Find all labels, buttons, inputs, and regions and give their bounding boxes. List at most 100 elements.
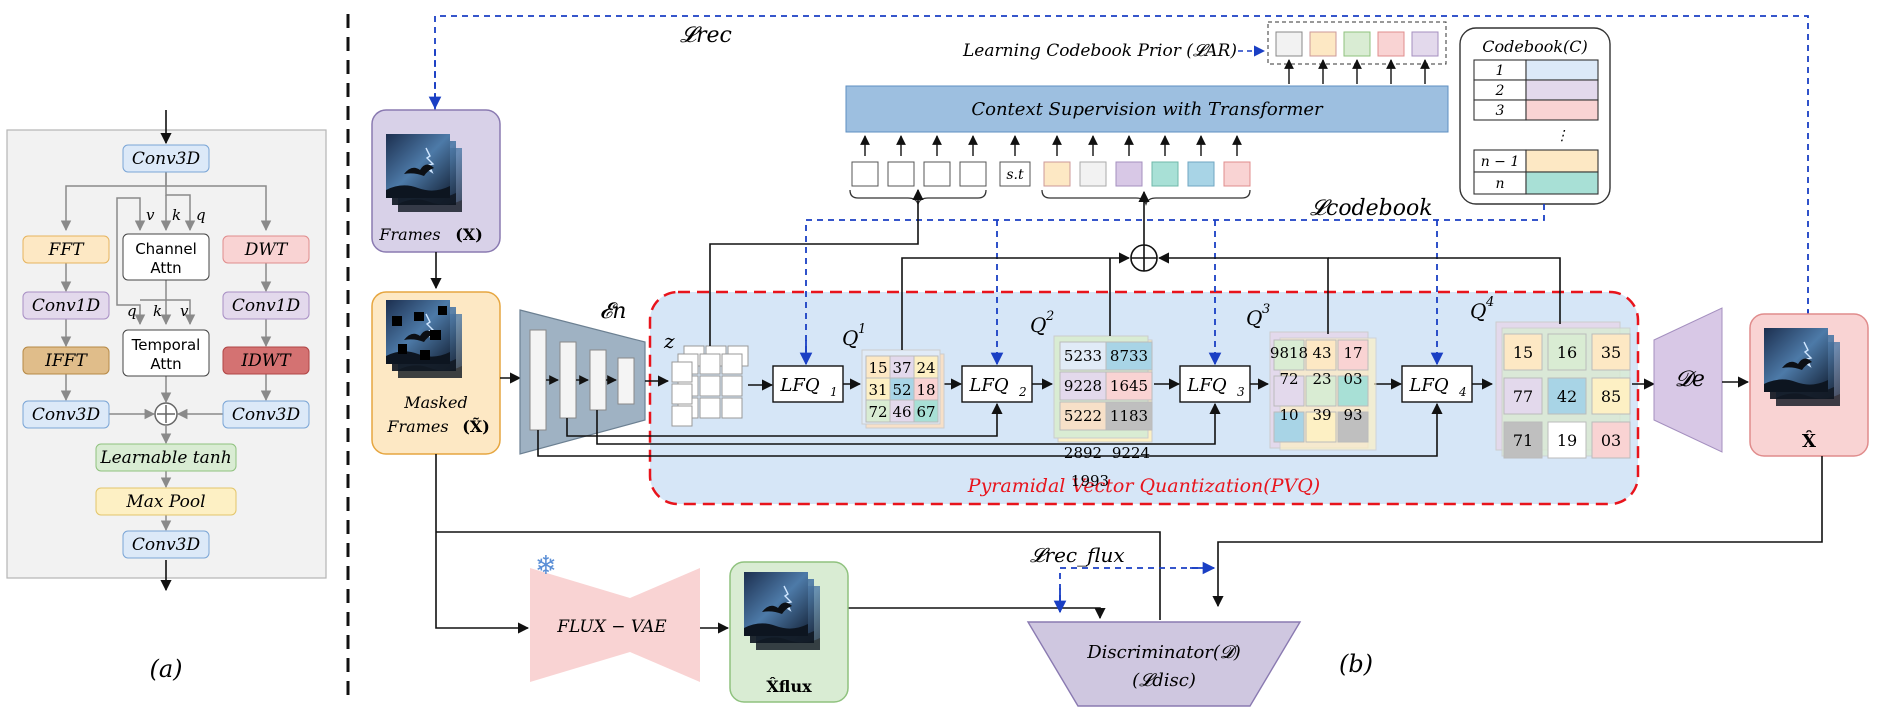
q3-cell: 03 bbox=[1343, 370, 1362, 388]
lfq1-sub: 1 bbox=[830, 385, 838, 399]
lfq2-sub: 2 bbox=[1018, 385, 1027, 399]
q4-cell: 15 bbox=[1513, 343, 1533, 362]
v-label-bottom: v bbox=[180, 302, 189, 320]
temporal-attn-block bbox=[122, 329, 210, 377]
q3-cell: 93 bbox=[1343, 406, 1362, 424]
q3-cell: 39 bbox=[1312, 406, 1331, 424]
q3-cell: 23 bbox=[1312, 370, 1331, 388]
conv1d-right-block bbox=[222, 291, 310, 320]
conv3d-left-block bbox=[22, 400, 110, 429]
q1-cell: 67 bbox=[916, 403, 935, 421]
q3-sup: 3 bbox=[1262, 302, 1270, 317]
k-label-bottom: k bbox=[153, 302, 162, 320]
q-label-bottom: q bbox=[127, 302, 137, 320]
q2-extra: 9224 bbox=[1112, 444, 1150, 462]
q4-cell: 85 bbox=[1601, 387, 1621, 406]
max-pool-label: Max Pool bbox=[125, 492, 205, 512]
input-tokens bbox=[851, 161, 1251, 187]
q3-label: Q bbox=[1246, 306, 1262, 330]
loss-rec-flux-label: 𝓛rec_flux bbox=[1030, 543, 1125, 567]
conv1d-left-label: Conv1D bbox=[32, 296, 101, 316]
idwt-block bbox=[222, 346, 310, 375]
q4-cell: 35 bbox=[1601, 343, 1621, 362]
conv3d-top-label: Conv3D bbox=[132, 149, 201, 169]
q4-cell: 03 bbox=[1601, 431, 1621, 450]
latent-z-grid bbox=[671, 345, 749, 427]
loss-rec-flux-path bbox=[1059, 567, 1212, 612]
q2-sup: 2 bbox=[1045, 309, 1054, 324]
masked-frames-line1: Masked bbox=[403, 393, 468, 412]
conv3d-bottom-block bbox=[122, 530, 210, 559]
q4-cell: 19 bbox=[1557, 431, 1577, 450]
q2-cell: 8733 bbox=[1110, 347, 1148, 365]
q2-extra: 2892 bbox=[1064, 444, 1102, 462]
q2-cell: 1183 bbox=[1110, 407, 1148, 425]
max-pool-block bbox=[95, 487, 237, 516]
q3-cell: 43 bbox=[1312, 344, 1331, 362]
loss-rec-label: 𝓛rec bbox=[680, 23, 732, 48]
q4-cell: 77 bbox=[1513, 387, 1533, 406]
q3-cell: 9818 bbox=[1270, 344, 1308, 362]
st-label: s.t bbox=[1006, 167, 1024, 183]
fft-label: FFT bbox=[48, 240, 86, 260]
encoder-label: 𝓔n bbox=[600, 299, 627, 324]
conv3d-right-block bbox=[222, 400, 310, 429]
q1-grid: 15 37 24 31 52 18 72 46 67 bbox=[861, 349, 945, 429]
v-label-top: v bbox=[146, 206, 155, 224]
panel-a: Conv3D FFT Conv1D IFFT Conv3D DWT Conv1D… bbox=[6, 110, 327, 683]
discriminator-line2: (𝓛disc) bbox=[1132, 670, 1196, 691]
q1-cell: 37 bbox=[892, 359, 911, 377]
frames-label: Frames bbox=[378, 225, 440, 244]
q2-cell: 5222 bbox=[1064, 407, 1102, 425]
lfq4-block bbox=[1401, 365, 1473, 403]
learnable-tanh-block bbox=[95, 443, 237, 472]
dwt-label: DWT bbox=[244, 240, 289, 260]
codebook-row: 2 bbox=[1495, 83, 1505, 99]
k-label-top: k bbox=[172, 206, 181, 224]
conv1d-left-block bbox=[22, 291, 110, 320]
x-hat-label: X̂ bbox=[1802, 430, 1816, 452]
q1-cell: 15 bbox=[868, 359, 887, 377]
output-tokens bbox=[1275, 31, 1439, 57]
q4-cell: 16 bbox=[1557, 343, 1577, 362]
conv3d-left-label: Conv3D bbox=[32, 405, 101, 425]
loss-codebook-label: 𝓛codebook bbox=[1310, 196, 1433, 221]
learnable-tanh-label: Learnable tanh bbox=[99, 448, 231, 468]
dwt-block bbox=[222, 235, 310, 264]
temporal-attn-line2: Attn bbox=[150, 355, 181, 373]
q2-extra: 1993 bbox=[1071, 472, 1109, 490]
q1-label: Q bbox=[842, 326, 858, 350]
q1-cell: 31 bbox=[868, 381, 887, 399]
panel-b: Pyramidal Vector Quantization(PVQ) 𝓛rec … bbox=[371, 15, 1869, 707]
lfq3-sub: 3 bbox=[1237, 385, 1245, 399]
codebook-row: 1 bbox=[1496, 63, 1505, 79]
codebook-row: ⋮ bbox=[1555, 128, 1569, 144]
channel-attn-line1: Channel bbox=[135, 240, 197, 258]
q4-label: Q bbox=[1470, 299, 1486, 323]
q1-sup: 1 bbox=[858, 322, 866, 337]
q1-cell: 52 bbox=[892, 381, 911, 399]
ifft-block bbox=[22, 346, 110, 375]
q1-cell: 46 bbox=[892, 403, 911, 421]
masked-frames-line2: Frames bbox=[386, 417, 448, 436]
frozen-snowflake-icon: ❄ bbox=[535, 551, 557, 581]
lfq1-label: LFQ bbox=[779, 375, 819, 396]
q4-grid: 15 16 35 77 42 85 71 19 03 bbox=[1495, 321, 1631, 459]
q2-grid: 5233 8733 9228 1645 5222 1183 2892 9224 … bbox=[1053, 335, 1153, 490]
ifft-label: IFFT bbox=[44, 351, 88, 371]
codebook-row: n − 1 bbox=[1481, 154, 1520, 170]
q2-cell: 5233 bbox=[1064, 347, 1102, 365]
q1-cell: 72 bbox=[868, 403, 887, 421]
channel-attn-line2: Attn bbox=[150, 259, 181, 277]
q4-cell: 71 bbox=[1513, 431, 1533, 450]
lfq2-label: LFQ bbox=[968, 375, 1008, 396]
transformer-label: Context Supervision with Transformer bbox=[971, 99, 1324, 120]
temporal-attn-line1: Temporal bbox=[131, 336, 201, 354]
decoder-label: 𝓓e bbox=[1675, 367, 1705, 392]
codebook-title: Codebook(C) bbox=[1482, 37, 1588, 56]
q3-cell: 72 bbox=[1279, 370, 1298, 388]
fft-block bbox=[22, 235, 110, 264]
z-label: z bbox=[663, 329, 675, 353]
lfq4-label: LFQ bbox=[1408, 375, 1448, 396]
